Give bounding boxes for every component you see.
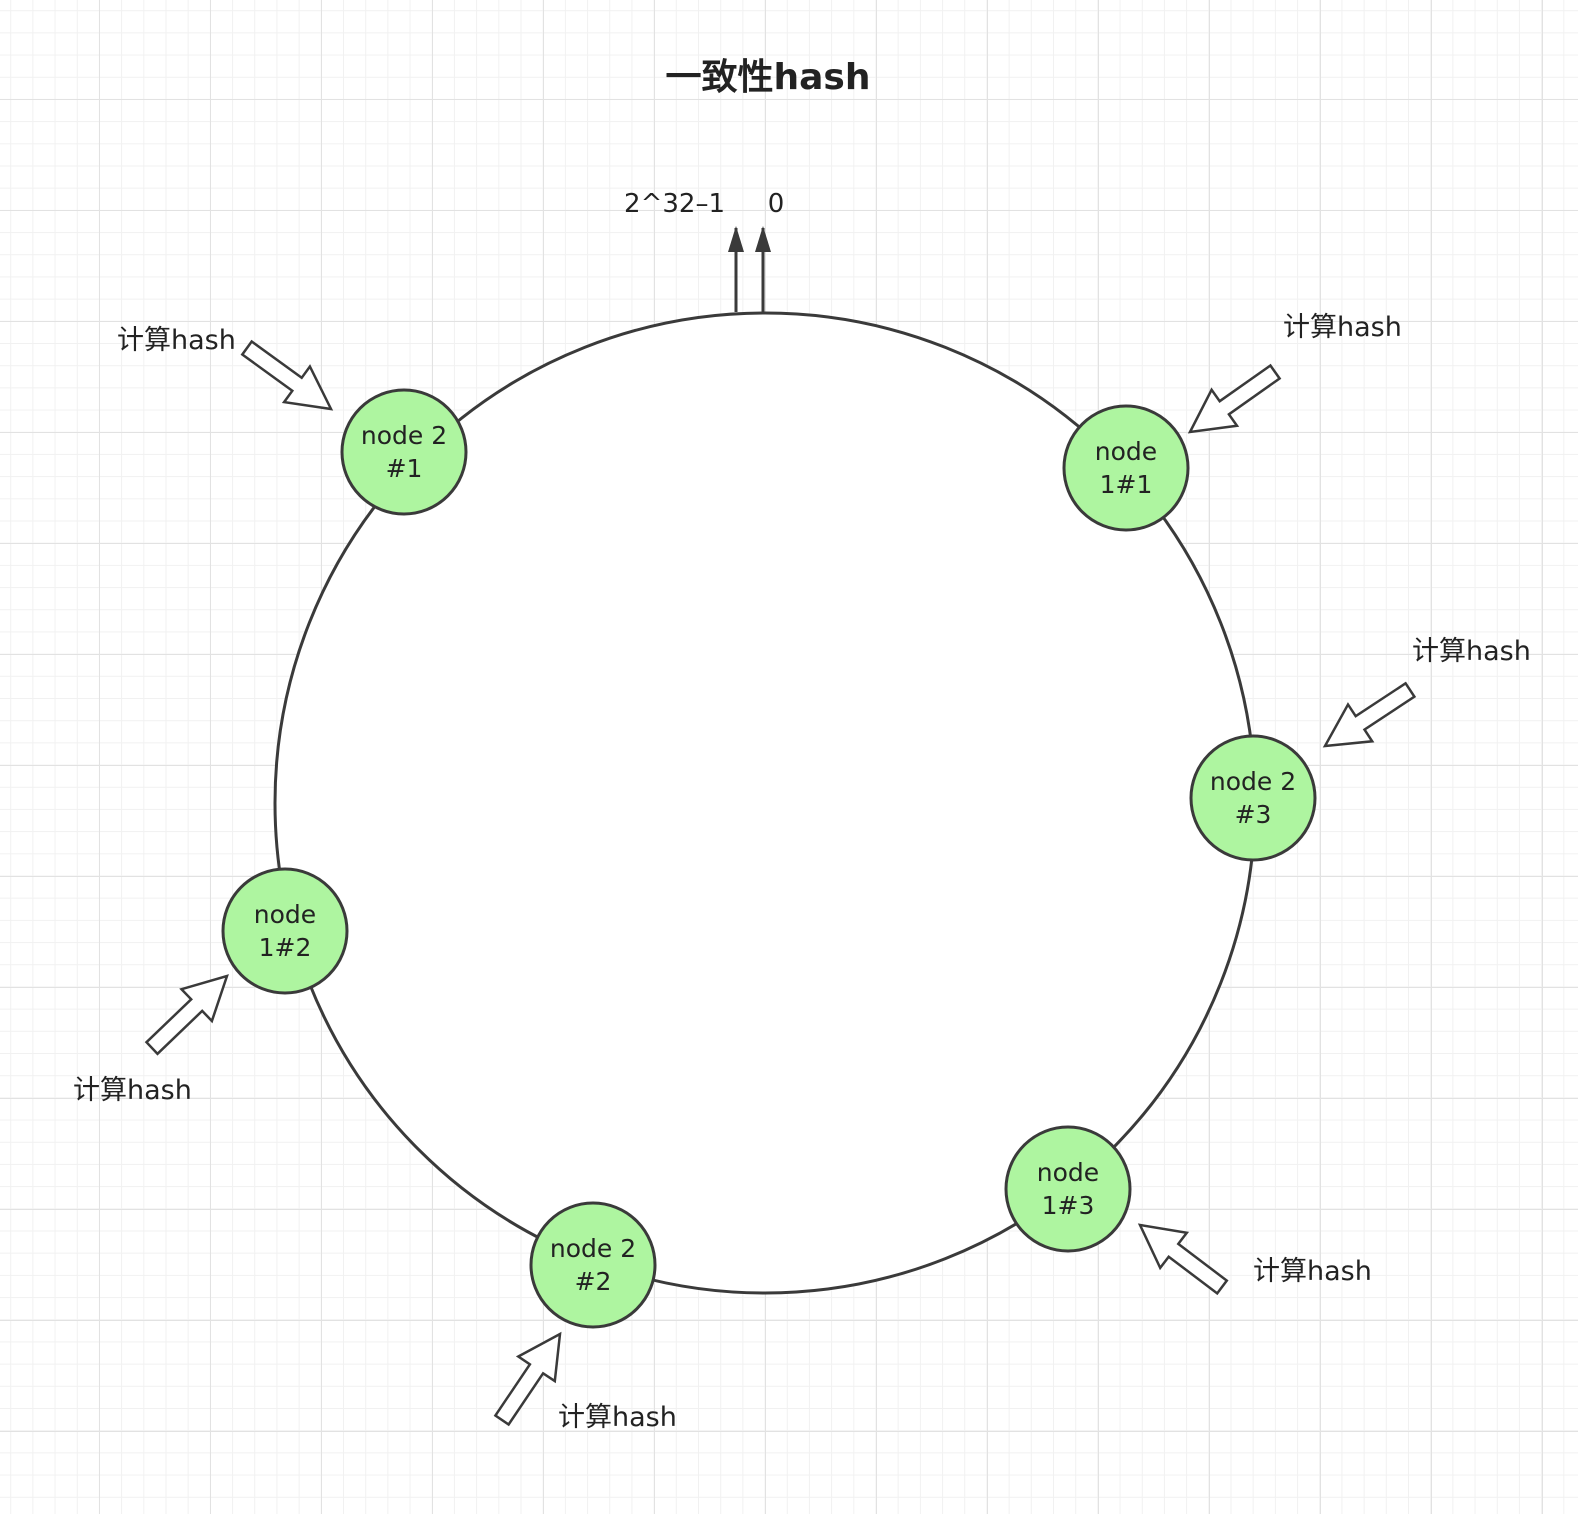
diagram-title: 一致性hash xyxy=(666,57,871,98)
node-label-line2: #1 xyxy=(386,454,423,483)
node-label-line1: node xyxy=(1095,437,1157,466)
node-node2-2: node 2 #2 xyxy=(529,1201,657,1329)
hash-arrow-node1-3 xyxy=(1137,1223,1229,1296)
node-circle xyxy=(1189,734,1317,862)
hash-arrow-node1-2 xyxy=(144,974,229,1056)
node-circle xyxy=(529,1201,657,1329)
hash-arrows xyxy=(144,339,1417,1427)
node-label-line1: node 2 xyxy=(361,421,447,450)
zero-range-arrowhead xyxy=(755,226,771,252)
node-node1-3: node 1#3 xyxy=(1004,1125,1132,1253)
hash-label-node1-2: 计算hash xyxy=(73,1075,192,1106)
range-zero-label: 0 xyxy=(768,189,785,219)
node-label-line1: node 2 xyxy=(1210,767,1296,796)
node-label-line2: 1#3 xyxy=(1042,1191,1095,1220)
node-label-line1: node 2 xyxy=(550,1234,636,1263)
node-label-line2: #2 xyxy=(575,1267,612,1296)
hash-label-node1-1: 计算hash xyxy=(1283,312,1402,343)
node-circle xyxy=(340,388,468,516)
node-label-line2: #3 xyxy=(1235,800,1272,829)
range-max-label: 2^32–1 xyxy=(624,189,725,219)
hash-arrow-node2-2 xyxy=(493,1331,562,1427)
hash-label-node2-3: 计算hash xyxy=(1412,636,1531,667)
node-circle xyxy=(1062,404,1190,532)
max-range-arrowhead xyxy=(728,226,744,252)
node-node1-1: node 1#1 xyxy=(1062,404,1190,532)
hash-arrow-node2-1 xyxy=(240,339,334,411)
node-label-line2: 1#2 xyxy=(259,933,312,962)
range-markers xyxy=(728,226,771,312)
node-node1-2: node 1#2 xyxy=(221,867,349,995)
hash-labels: 计算hash 计算hash 计算hash 计算hash 计算hash 计算has… xyxy=(73,312,1531,1433)
node-label-line1: node xyxy=(1037,1158,1099,1187)
hash-label-node1-3: 计算hash xyxy=(1253,1256,1372,1287)
hash-label-node2-2: 计算hash xyxy=(558,1402,677,1433)
hash-arrow-node2-3 xyxy=(1322,681,1417,748)
node-label-line2: 1#1 xyxy=(1100,470,1153,499)
node-node2-1: node 2 #1 xyxy=(340,388,468,516)
node-circle xyxy=(1004,1125,1132,1253)
node-node2-3: node 2 #3 xyxy=(1189,734,1317,862)
node-label-line1: node xyxy=(254,900,316,929)
hash-arrow-node1-1 xyxy=(1187,363,1282,434)
hash-label-node2-1: 计算hash xyxy=(117,325,236,356)
node-circle xyxy=(221,867,349,995)
